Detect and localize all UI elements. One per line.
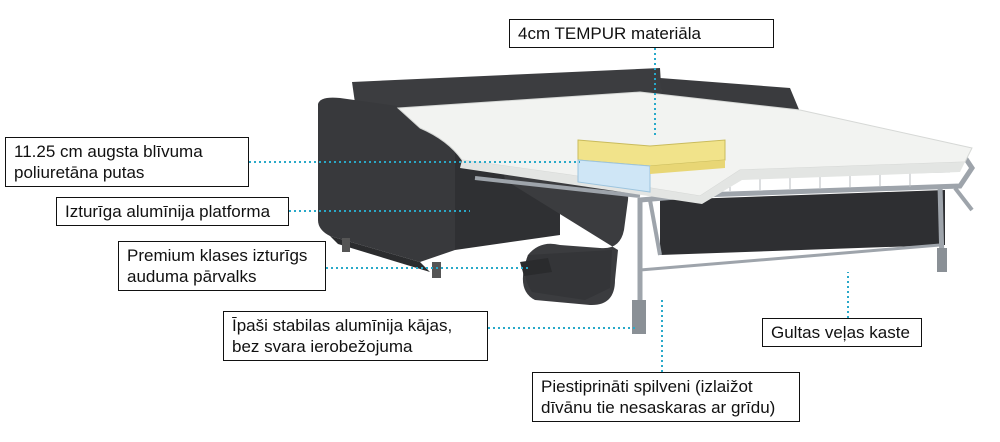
callout-legs-line1: Īpaši stabilas alumīnija kājas, xyxy=(232,316,453,335)
callout-cushions-line2: dīvānu tie nesaskaras ar grīdu) xyxy=(541,398,776,417)
callout-foam: 11.25 cm augsta blīvuma poliuretāna puta… xyxy=(5,137,249,187)
callout-legs: Īpaši stabilas alumīnija kājas, bez svar… xyxy=(223,311,488,361)
callout-storage: Gultas veļas kaste xyxy=(762,318,922,347)
callout-cushions: Piestiprināti spilveni (izlaižot dīvānu … xyxy=(532,372,800,422)
callout-platform-text: Izturīga alumīnija platforma xyxy=(65,202,271,221)
callout-fabric: Premium klases izturīgs auduma pārvalks xyxy=(118,241,326,291)
callout-cushions-line1: Piestiprināti spilveni (izlaižot xyxy=(541,377,753,396)
callout-tempur-text: 4cm TEMPUR materiāla xyxy=(518,24,701,43)
callout-fabric-line2: auduma pārvalks xyxy=(127,267,257,286)
sofa-armrest xyxy=(318,97,455,262)
callout-tempur: 4cm TEMPUR materiāla xyxy=(509,19,774,48)
callout-foam-line2: poliuretāna putas xyxy=(14,163,145,182)
foam-layer xyxy=(577,159,651,193)
callout-foam-line1: 11.25 cm augsta blīvuma xyxy=(14,142,203,161)
sofa-leg xyxy=(342,238,350,252)
callout-storage-text: Gultas veļas kaste xyxy=(771,323,910,342)
callout-legs-line2: bez svara ierobežojuma xyxy=(232,337,413,356)
callout-fabric-line1: Premium klases izturīgs xyxy=(127,246,308,265)
callout-platform: Izturīga alumīnija platforma xyxy=(56,197,289,226)
